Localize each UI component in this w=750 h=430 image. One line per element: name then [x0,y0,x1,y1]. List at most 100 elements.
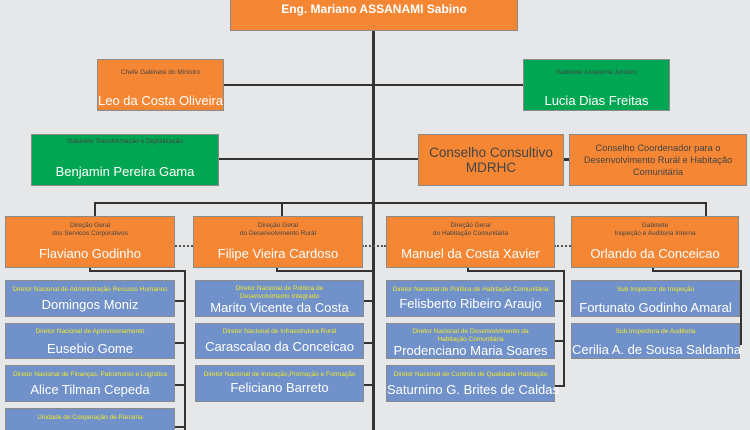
sub-title: Diretor Nacional de Inovação,Promoção e … [203,371,356,378]
director-name: Flaviano Godinho [39,246,141,261]
sub-title: Unidade de Cooperação de Parceria [37,414,143,421]
connector [467,267,469,271]
connector [739,300,742,302]
connector [89,267,91,271]
sub-box: Diretor Nacional de Aprovisionamento Eus… [5,323,175,359]
connector [555,300,564,302]
director-title: Direção Geral [450,222,491,229]
sub-title: Diretor Nacional de Desenvolvimento da H… [412,328,529,343]
director-title: Inspeção e Auditoria Interna [614,230,696,237]
council-coordenador: Conselho Coordenador para o Desenvolvime… [569,134,747,186]
sub-title: Diretor Nacional de Finanças, Patromonio… [13,371,167,378]
connector [563,158,569,161]
connector [563,270,565,387]
connector [276,270,373,272]
connector [276,267,278,271]
connector [363,300,373,302]
sub-name: Felisberto Ribeiro Araujo [399,296,542,311]
council-name: Conselho Coordenador para o Desenvolvime… [583,143,733,177]
connector [740,270,742,345]
staff-box-digital: Gabinete Transformação e Digitalização B… [31,134,219,186]
sub-title: Sub Inspectora de Auditoria [615,328,696,335]
connector [652,267,654,271]
director-name: Manuel da Costa Xavier [401,246,540,261]
connector [555,385,564,387]
sub-name: Alice Tilman Cepeda [30,382,150,397]
connector [218,158,418,160]
sub-title: Diretor Nacional de Política de Habitaçã… [392,286,549,293]
staff-name: Lucia Dias Freitas [544,93,649,108]
connector [89,270,185,272]
sub-name: Feliciano Barreto [230,380,329,395]
sub-name: Domingos Moniz [41,297,139,312]
director-box-corporativos: Direção Geral dos Servicos Corporativos … [5,216,175,268]
sub-box: Diretor Nacional de Política de Desenvol… [195,280,364,317]
connector [652,270,741,272]
director-box-rural: Direção Geral do Desenvolvimento Rurál F… [193,216,363,268]
staff-box-chefe: Chefe Gabinete do Ministro Leo da Costa … [97,59,224,111]
sub-box: Sub Inspectora de Auditoria Cerilia A. d… [571,323,742,359]
staff-title: Gabinete Transformação e Digitalização [67,138,183,145]
sub-title: Diretor Nacional de Controlo de Qualidad… [393,371,548,378]
connector [223,84,523,86]
staff-title: Chefe Gabinete do Ministro [120,69,201,76]
connector [281,202,283,216]
connector [94,202,96,216]
connector [174,342,185,344]
connector [372,30,375,430]
sub-title: Diretor Nacional de Aprovisionamento [35,328,145,335]
director-title: Direção Geral [257,222,299,229]
sub-box: Unidade de Cooperação de Parceria [5,408,175,430]
sub-title: Diretor Nacional de Administração Recuso… [12,286,168,293]
council-name: Conselho Consultivo MDRHC [429,145,553,175]
director-box-habitacao: Direção Geral do Habitação Comunitária M… [386,216,555,268]
connector [555,340,564,342]
connector [184,270,186,430]
director-name: Filipe Vieira Cardoso [217,246,339,261]
minister-box: Eng. Mariano ASSANAMI Sabino [230,0,518,31]
director-title: do Habitação Comunitária [432,230,509,237]
staff-title: Gabinete Assesoria Jurídico [556,69,637,76]
sub-name: Marito Vicente da Costa [210,300,349,315]
sub-box: Diretor Nacional de Inovação,Promoção e … [195,365,364,402]
director-box-inspecao: Gabinete Inspeção e Auditoria Interna Or… [571,216,739,268]
sub-box: Sub Inspector de Inspeção Fortunato Godi… [571,280,740,317]
staff-name: Leo da Costa Oliveira [98,93,224,108]
sub-title: Diretor Nacional de Política de Desenvol… [235,285,324,300]
sub-name: Eusebio Gome [47,341,133,356]
minister-name: Eng. Mariano ASSANAMI Sabino [281,2,467,16]
sub-name: Carascalao da Conceicao [205,339,354,354]
director-title: Gabinete [641,222,669,229]
sub-box: Diretor Nacional de Finanças, Patromonio… [5,365,175,402]
connector [705,202,707,216]
sub-box: Diretor Nacional de Infraestrutura Rurál… [195,323,364,359]
connector [467,270,564,272]
director-title: dos Servicos Corporativos [52,230,128,237]
sub-box: Diretor Nacional de Desenvolvimento da H… [386,323,555,359]
connector [94,202,707,204]
sub-name: Saturnino G. Brites de Caldas [387,382,559,397]
sub-box: Diretor Nacional de Administração Recuso… [5,280,175,317]
sub-name: Prodenciano Maria Soares [393,343,548,358]
connector [174,384,185,386]
connector [363,342,373,344]
connector [739,343,742,345]
council-consultivo: Conselho Consultivo MDRHC [418,134,564,186]
sub-name: Cerilia A. de Sousa Saldanha [572,342,742,357]
connector [174,426,185,428]
staff-box-juridico: Gabinete Assesoria Jurídico Lucia Dias F… [523,59,670,111]
director-title: do Desenvolvimento Rurál [239,230,317,237]
sub-name: Fortunato Godinho Amaral [579,300,732,315]
connector [363,384,373,386]
sub-box: Diretor Nacional de Controlo de Qualidad… [386,365,559,402]
staff-name: Benjamin Pereira Gama [55,164,195,179]
dotted-link [175,245,193,247]
dotted-link [554,245,571,247]
dotted-link [362,245,386,247]
director-title: Direção Geral [69,222,111,229]
director-name: Orlando da Conceicao [590,246,720,261]
connector [174,300,185,302]
sub-title: Sub Inspector de Inspeção [616,286,695,293]
sub-box: Diretor Nacional de Política de Habitaçã… [386,280,555,317]
